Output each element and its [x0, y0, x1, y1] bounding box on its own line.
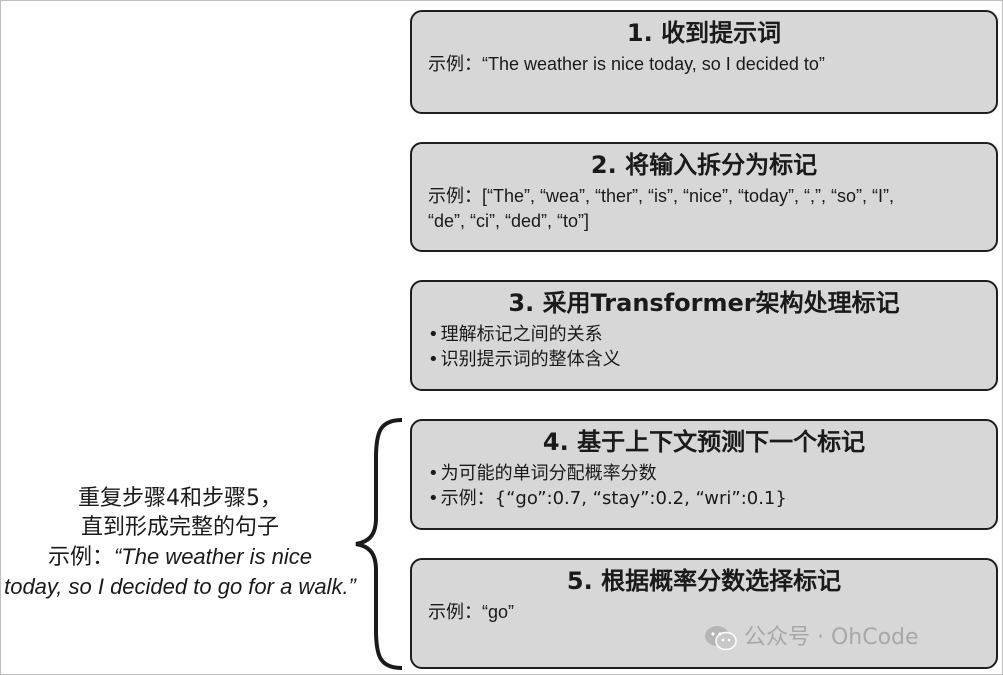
step-4-body: 为可能的单词分配概率分数 示例：{“go”:0.7, “stay”:0.2, “…	[412, 457, 996, 511]
curly-brace	[355, 418, 403, 670]
step-1-example: 示例：“The weather is nice today, so I deci…	[428, 54, 825, 74]
step-5-body: 示例：“go”	[412, 596, 996, 625]
step-2-example-line-2: “de”, “ci”, “ded”, “to”]	[428, 211, 590, 231]
step-2-box: 2. 将输入拆分为标记 示例：[“The”, “wea”, “ther”, “i…	[410, 142, 998, 252]
step-4-bullet-1: 为可能的单词分配概率分数	[412, 461, 996, 486]
step-5-title: 5. 根据概率分数选择标记	[566, 567, 842, 595]
repeat-note: 重复步骤4和步骤5， 直到形成完整的句子 示例：“The weather is …	[0, 484, 360, 601]
step-4-bullet-2: 示例：{“go”:0.7, “stay”:0.2, “wri”:0.1}	[412, 486, 996, 511]
step-3-body: 理解标记之间的关系 识别提示词的整体含义	[412, 318, 996, 372]
step-1-body: 示例：“The weather is nice today, so I deci…	[412, 48, 996, 77]
repeat-note-example: 示例：“The weather is nice	[0, 542, 360, 572]
step-3-bullet-1: 理解标记之间的关系	[412, 322, 996, 347]
step-5-example: 示例：“go”	[428, 602, 515, 622]
step-2-example-line-1: 示例：[“The”, “wea”, “ther”, “is”, “nice”, …	[428, 186, 895, 206]
repeat-note-line-2: 直到形成完整的句子	[80, 515, 279, 540]
watermark-text: 公众号 · OhCode	[744, 625, 919, 650]
repeat-note-example-text-2: today, so I decided to go for a walk.”	[4, 574, 356, 599]
wechat-icon	[705, 626, 737, 651]
step-3-bullet-2: 识别提示词的整体含义	[412, 347, 996, 372]
step-3-box: 3. 采用Transformer架构处理标记 理解标记之间的关系 识别提示词的整…	[410, 280, 998, 391]
step-2-title: 2. 将输入拆分为标记	[590, 151, 818, 179]
repeat-note-line-1: 重复步骤4和步骤5，	[78, 486, 282, 511]
repeat-note-example-text-1: “The weather is nice	[113, 544, 313, 569]
repeat-note-example-label: 示例：	[47, 545, 114, 570]
step-2-body: 示例：[“The”, “wea”, “ther”, “is”, “nice”, …	[412, 180, 996, 234]
step-1-box: 1. 收到提示词 示例：“The weather is nice today, …	[410, 10, 998, 114]
step-5-box: 5. 根据概率分数选择标记 示例：“go”	[410, 558, 998, 669]
step-1-title: 1. 收到提示词	[626, 19, 782, 47]
watermark: 公众号 · OhCode	[704, 619, 919, 652]
step-4-title: 4. 基于上下文预测下一个标记	[542, 428, 866, 456]
step-4-box: 4. 基于上下文预测下一个标记 为可能的单词分配概率分数 示例：{“go”:0.…	[410, 419, 998, 530]
step-3-title: 3. 采用Transformer架构处理标记	[508, 289, 900, 317]
